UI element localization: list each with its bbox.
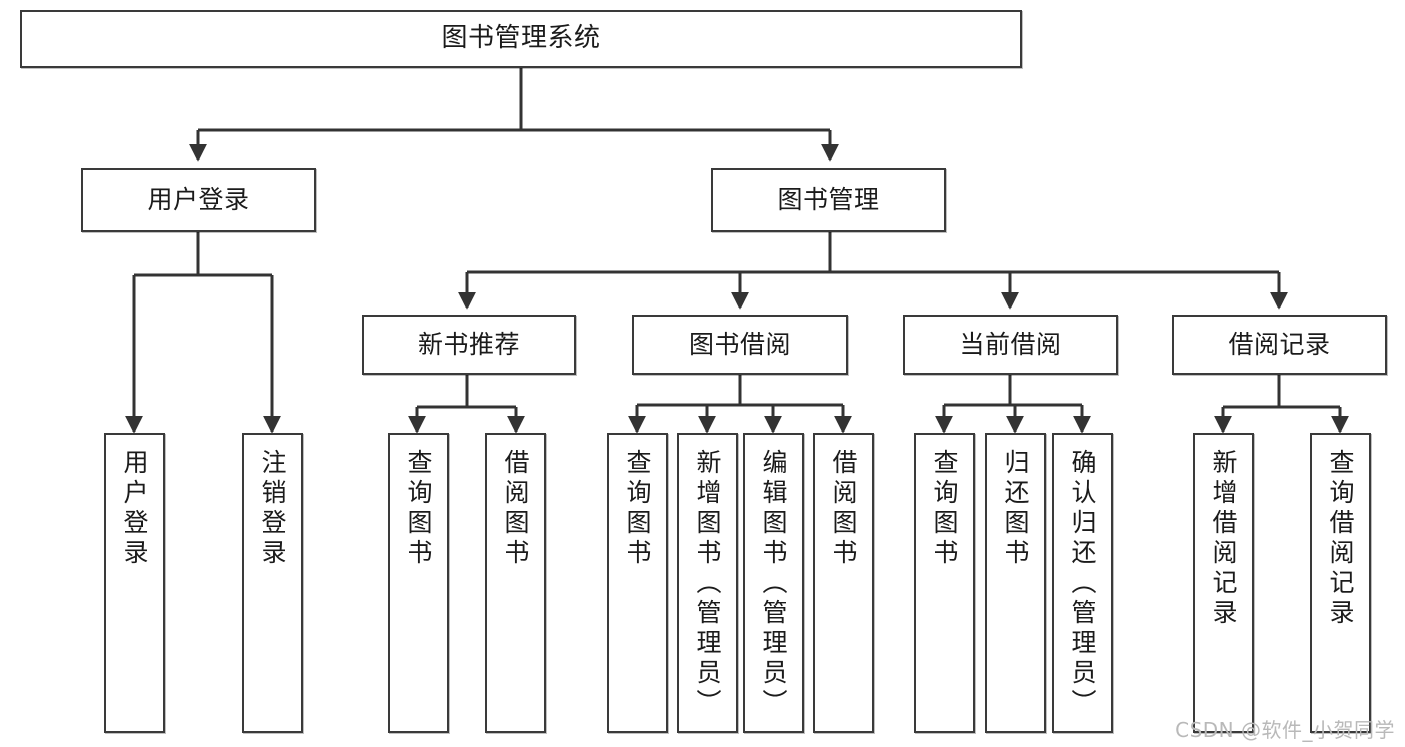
node-leaf-query-book-2-label: 查询图书 [623,449,652,569]
node-leaf-query-book-1-label: 查询图书 [404,449,433,569]
node-root[interactable]: 图书管理系统 [20,10,1022,68]
node-leaf-query-record-label: 查询借阅记录 [1326,449,1355,629]
node-leaf-return-book-label: 归还图书 [1001,449,1030,569]
node-leaf-borrow-book-1-label: 借阅图书 [501,449,530,569]
node-book-borrow-label: 图书借阅 [688,329,791,359]
node-leaf-add-record[interactable]: 新增借阅记录 [1193,433,1254,733]
watermark-text: CSDN @软件_小贺同学 [1175,718,1395,742]
node-leaf-confirm-return-label: 确认归还（管理员） [1068,449,1097,719]
node-leaf-confirm-return[interactable]: 确认归还（管理员） [1052,433,1113,733]
node-current-borrow[interactable]: 当前借阅 [903,315,1118,375]
node-user-login-label: 用户登录 [147,184,250,214]
node-new-book-rec[interactable]: 新书推荐 [362,315,576,375]
node-current-borrow-label: 当前借阅 [959,329,1062,359]
node-leaf-query-book-2[interactable]: 查询图书 [607,433,668,733]
node-leaf-borrow-book-2[interactable]: 借阅图书 [813,433,874,733]
node-leaf-logout-label: 注销登录 [258,449,287,569]
node-leaf-query-book-3[interactable]: 查询图书 [914,433,975,733]
node-leaf-query-book-3-label: 查询图书 [930,449,959,569]
node-root-label: 图书管理系统 [441,23,601,54]
node-borrow-record[interactable]: 借阅记录 [1172,315,1387,375]
node-leaf-add-record-label: 新增借阅记录 [1209,449,1238,629]
node-leaf-user-login[interactable]: 用户登录 [104,433,165,733]
node-leaf-borrow-book-1[interactable]: 借阅图书 [485,433,546,733]
node-leaf-borrow-book-2-label: 借阅图书 [829,449,858,569]
node-leaf-query-book-1[interactable]: 查询图书 [388,433,449,733]
node-leaf-return-book[interactable]: 归还图书 [985,433,1046,733]
node-leaf-logout[interactable]: 注销登录 [242,433,303,733]
node-leaf-query-record[interactable]: 查询借阅记录 [1310,433,1371,733]
node-leaf-add-book[interactable]: 新增图书（管理员） [677,433,738,733]
node-book-borrow[interactable]: 图书借阅 [632,315,848,375]
node-leaf-user-login-label: 用户登录 [120,449,149,569]
node-leaf-edit-book[interactable]: 编辑图书（管理员） [743,433,804,733]
node-book-manage-label: 图书管理 [777,184,880,214]
node-new-book-rec-label: 新书推荐 [417,329,520,359]
node-leaf-add-book-label: 新增图书（管理员） [693,449,722,719]
node-user-login[interactable]: 用户登录 [81,168,316,232]
node-borrow-record-label: 借阅记录 [1228,329,1331,359]
node-leaf-edit-book-label: 编辑图书（管理员） [759,449,788,719]
node-book-manage[interactable]: 图书管理 [711,168,946,232]
